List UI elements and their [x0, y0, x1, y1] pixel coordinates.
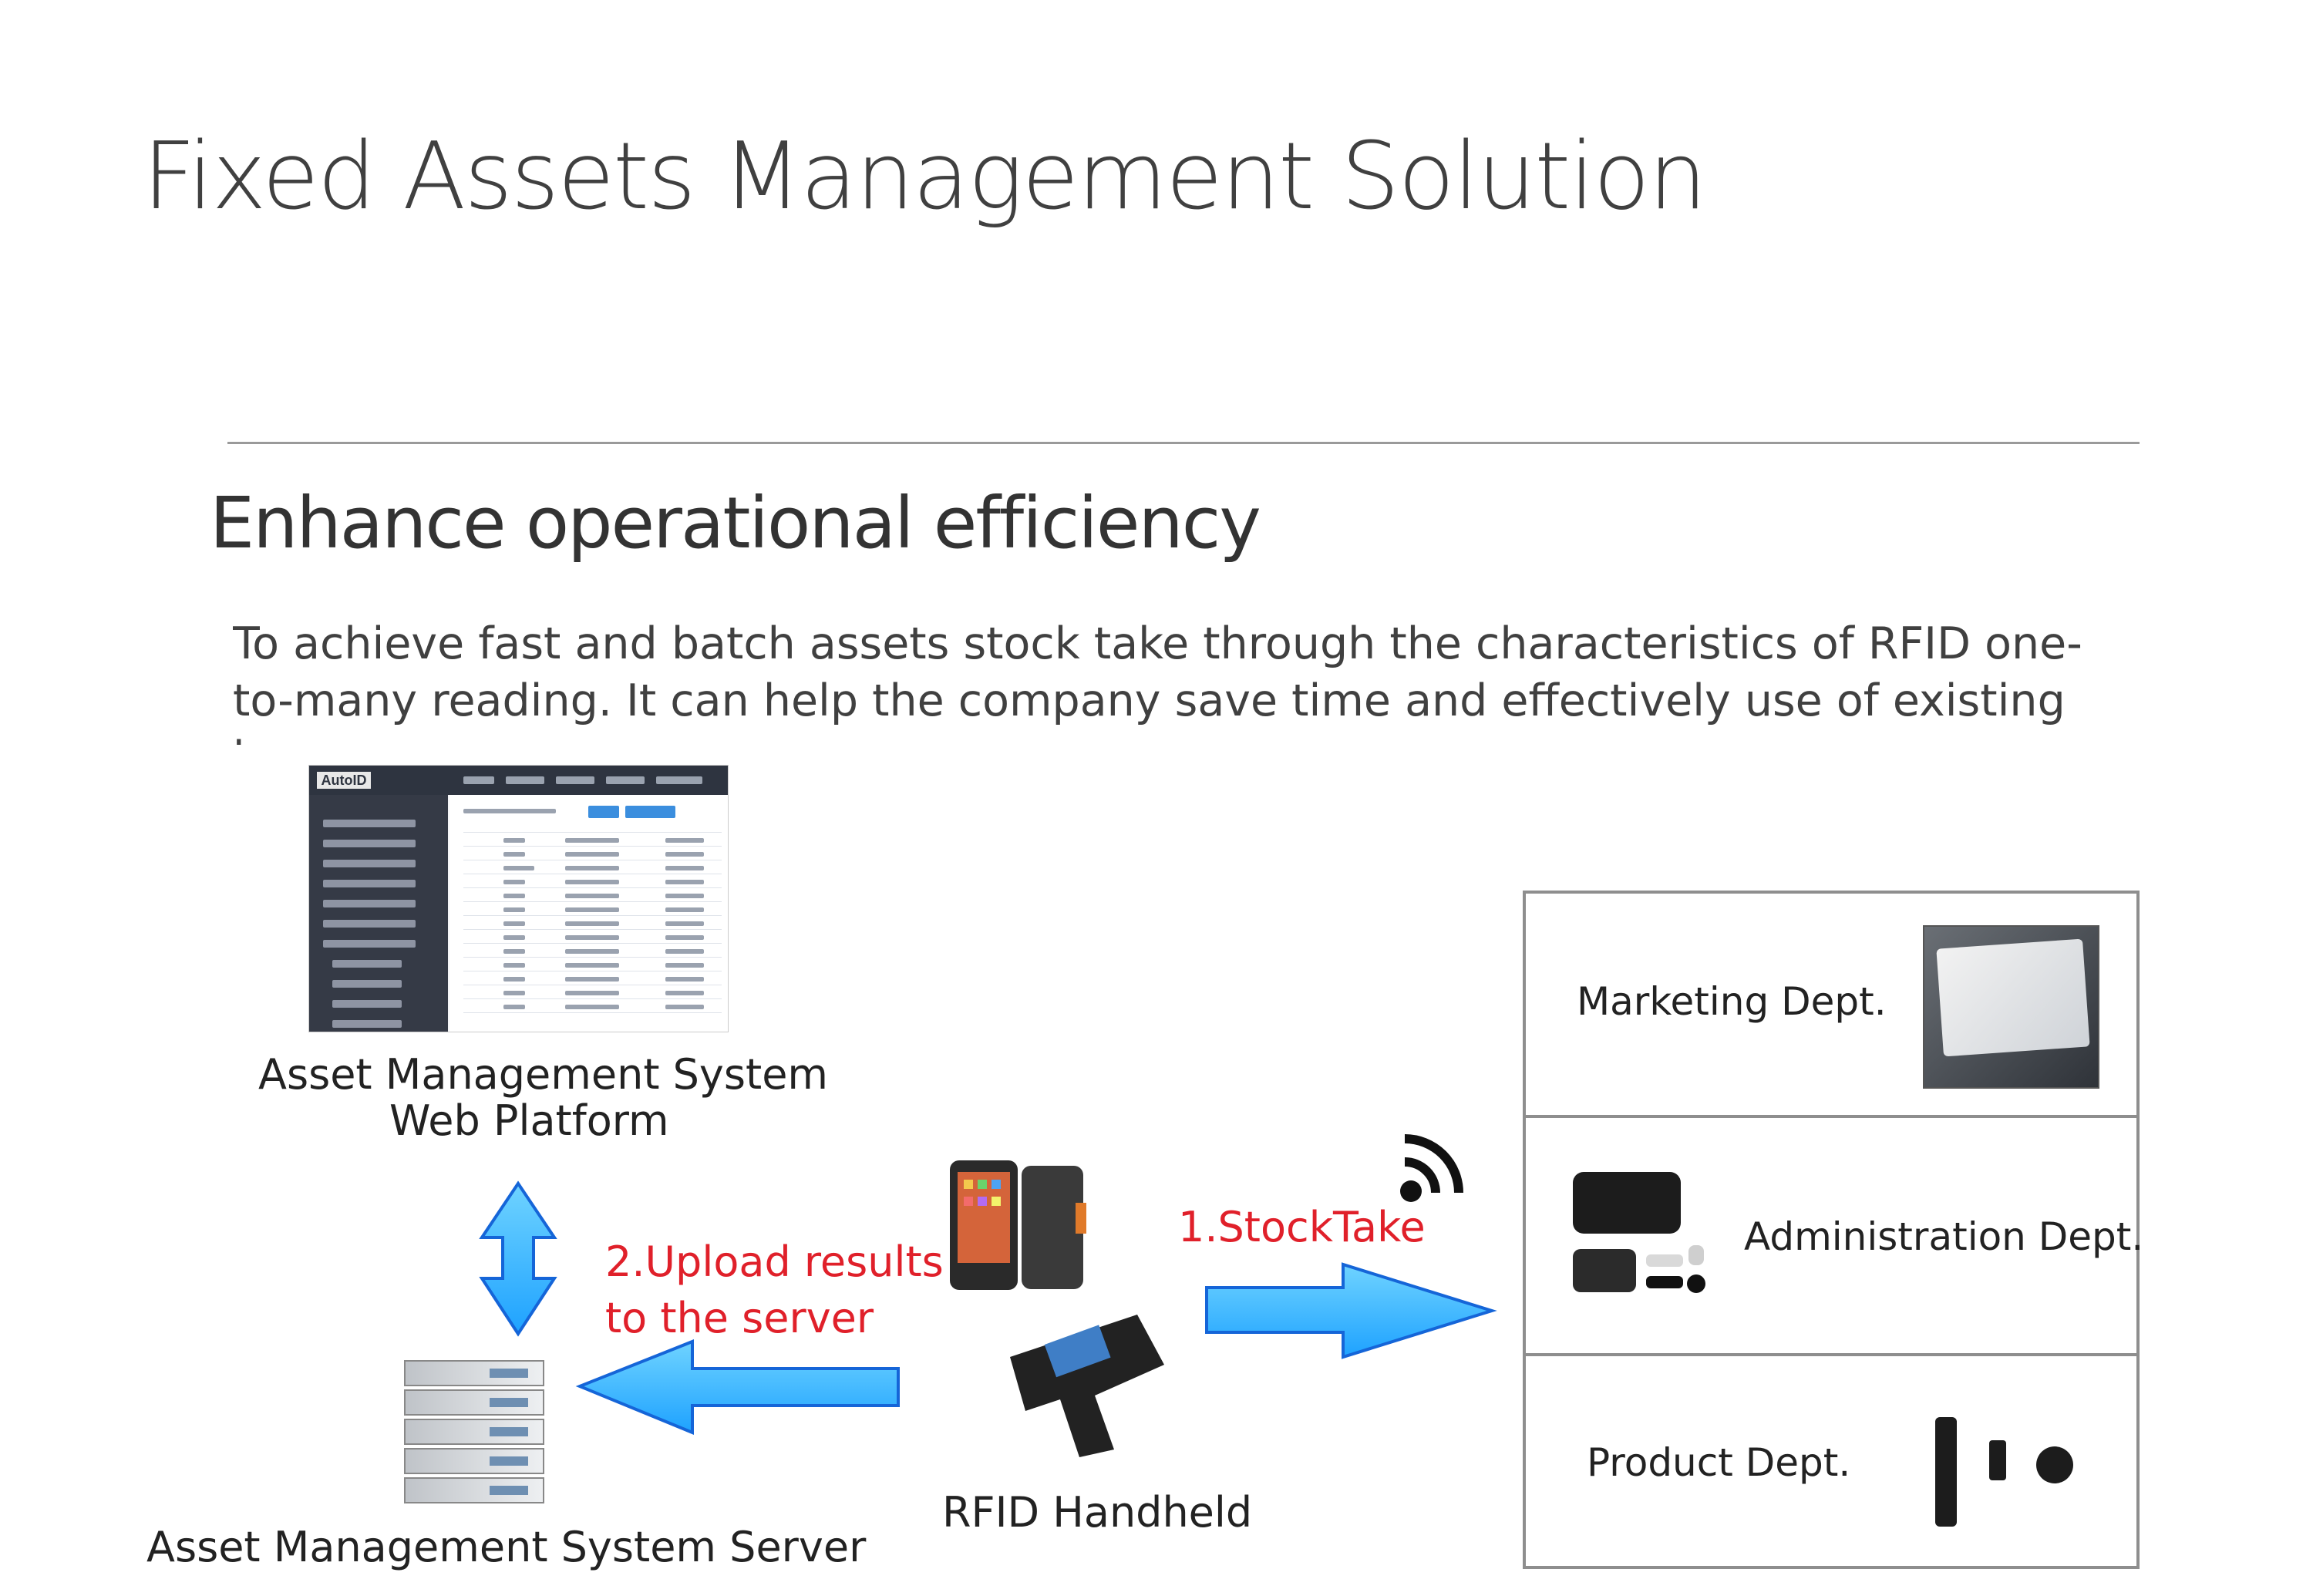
title-divider	[227, 442, 2140, 444]
page-title: Fixed Assets Management Solution	[143, 123, 1707, 231]
dept-product-label: Product Dept.	[1587, 1440, 1851, 1485]
web-platform-label-line1: Asset Management System	[258, 1050, 829, 1099]
upload-label-line1: 2.Upload results	[605, 1237, 944, 1286]
rfid-handheld-icon	[1010, 1315, 1164, 1457]
dept-administration-label: Administration Dept.	[1744, 1214, 2144, 1259]
screenshot-header: AutoID	[309, 766, 728, 795]
body-paragraph: To achieve fast and batch assets stock t…	[233, 618, 2082, 745]
server-label: Asset Management System Server	[146, 1523, 867, 1571]
screenshot-logo: AutoID	[317, 772, 371, 789]
handheld-label: RFID Handheld	[942, 1488, 1253, 1537]
section-subtitle: Enhance operational efficiency	[210, 482, 1261, 564]
stocktake-arrow-icon	[1205, 1262, 1497, 1359]
web-platform-label-line2: Web Platform	[389, 1096, 669, 1145]
pda-device-icon	[950, 1160, 1086, 1290]
web-platform-screenshot: AutoID	[308, 765, 729, 1032]
double-arrow-icon	[479, 1180, 557, 1337]
screenshot-table	[449, 795, 728, 1032]
server-icon	[404, 1360, 544, 1503]
upload-arrow-icon	[575, 1339, 900, 1435]
wireless-signal-icon	[1400, 1134, 1463, 1202]
stocktake-label: 1.StockTake	[1178, 1203, 1426, 1251]
dept-separator	[1526, 1115, 2136, 1118]
dept-separator	[1526, 1353, 2136, 1356]
departments-box	[1523, 891, 2140, 1569]
rfid-label-tag-image	[1923, 925, 2099, 1089]
upload-label-line2: to the server	[605, 1294, 874, 1342]
dept-marketing-label: Marketing Dept.	[1577, 979, 1887, 1024]
screenshot-sidebar	[309, 795, 448, 1032]
